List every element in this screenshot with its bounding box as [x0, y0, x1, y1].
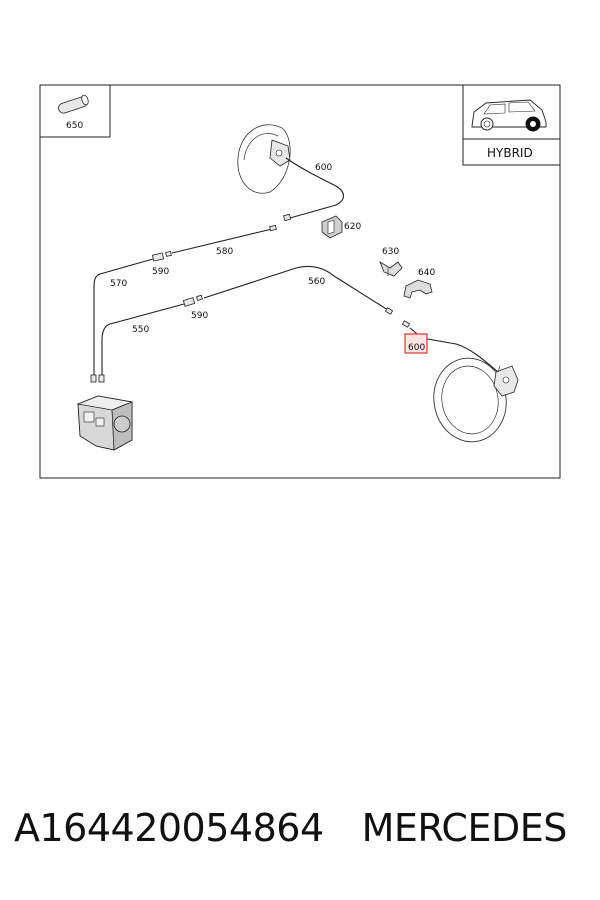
callout-630: 630	[382, 247, 399, 257]
callout-550: 550	[132, 325, 149, 335]
highlight-box-600	[404, 333, 428, 354]
rear-brake-disc	[433, 357, 519, 443]
callout-590-bottom: 590	[191, 311, 208, 321]
front-brake-disc	[237, 124, 291, 194]
suv-car-icon	[471, 99, 547, 132]
brake-line-550	[101, 303, 185, 376]
brake-line-600-top	[285, 157, 345, 219]
connector-590-bottom	[182, 294, 203, 307]
callout-590-top: 590	[152, 267, 169, 277]
callout-640: 640	[418, 268, 435, 278]
callout-560: 560	[308, 277, 325, 287]
bracket-630-icon	[379, 261, 403, 277]
brake-line-560	[203, 265, 389, 311]
clip-620-icon	[321, 215, 343, 239]
callout-620: 620	[344, 222, 361, 232]
hybrid-label: HYBRID	[487, 146, 533, 160]
part-number: A164420054864	[14, 806, 324, 850]
brake-line-580	[171, 228, 273, 254]
brake-line-600-highlighted	[409, 327, 499, 373]
callout-600-highlight: 600	[408, 343, 425, 353]
callout-600-top: 600	[315, 163, 332, 173]
callout-580: 580	[216, 247, 233, 257]
inset-box-650	[40, 84, 111, 138]
connector-590-top	[151, 250, 172, 262]
caption: A164420054864 MERCEDES	[14, 806, 594, 862]
brand-name: MERCEDES	[361, 806, 568, 850]
brake-line-570	[93, 258, 154, 376]
callout-650: 650	[66, 121, 83, 131]
callout-570: 570	[110, 279, 127, 289]
abs-hydraulic-unit	[76, 395, 134, 451]
bracket-640-icon	[403, 279, 433, 299]
part-650-icon	[58, 94, 89, 114]
